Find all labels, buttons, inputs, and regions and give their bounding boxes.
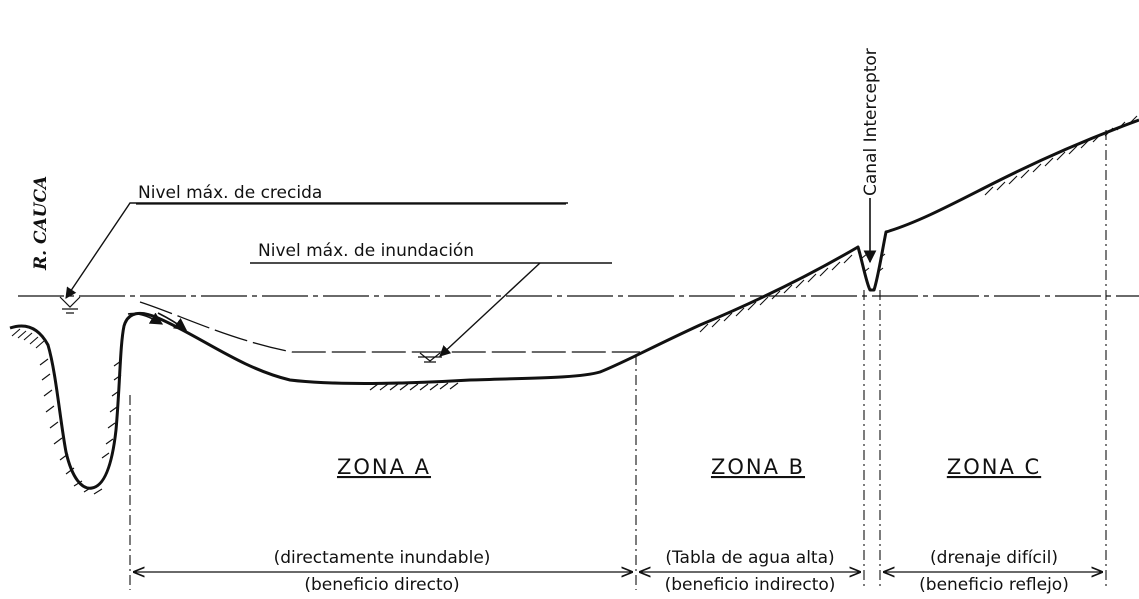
zone-a-description: (directamente inundable) xyxy=(274,548,491,568)
zone-c-name: ZONA C xyxy=(947,455,1041,479)
zone-b-benefit: (beneficio indirecto) xyxy=(665,575,836,595)
flood-level-leader xyxy=(65,202,568,299)
soil-hatching xyxy=(11,115,1138,495)
max-inundation-level-line xyxy=(139,301,640,353)
zone-c-description: (drenaje difícil) xyxy=(930,548,1058,568)
interceptor-canal-label: Canal Interceptor xyxy=(861,48,881,196)
zone-b-description: (Tabla de agua alta) xyxy=(665,548,834,568)
water-level-symbol-river xyxy=(59,296,81,314)
ground-profile xyxy=(9,118,1139,490)
inundation-level-leader xyxy=(250,262,612,357)
water-level-symbol-inundation xyxy=(418,352,442,363)
max-inundation-level-label: Nivel máx. de inundación xyxy=(258,241,474,261)
zone-a-name: ZONA A xyxy=(337,455,431,479)
zone-c-benefit: (beneficio reflejo) xyxy=(919,575,1069,595)
flow-direction-arrows xyxy=(127,312,188,331)
max-flood-level-label: Nivel máx. de crecida xyxy=(138,183,322,203)
zone-b-name: ZONA B xyxy=(711,455,805,479)
zone-boundaries xyxy=(129,130,1107,590)
river-label: R. CAUCA xyxy=(31,176,51,271)
zone-a-benefit: (beneficio directo) xyxy=(304,575,459,595)
